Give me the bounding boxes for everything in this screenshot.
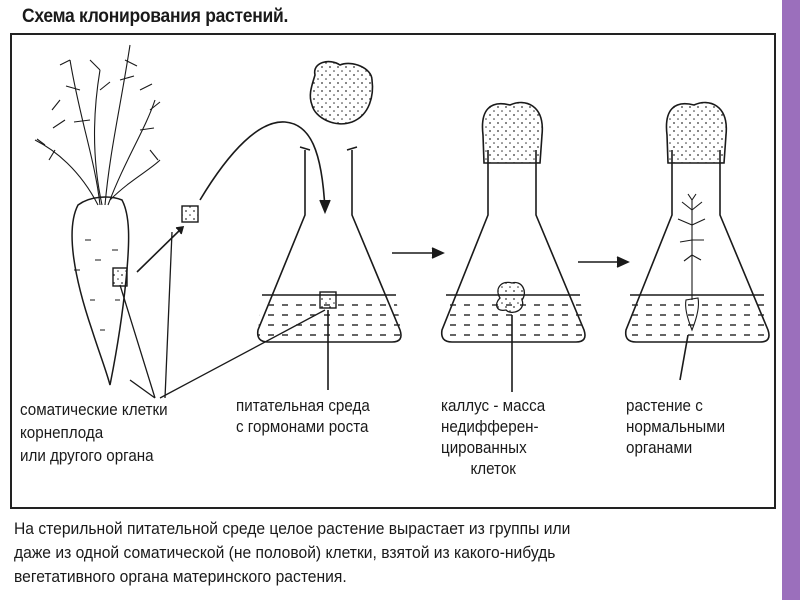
slide-accent-bar — [782, 0, 800, 600]
label-line: или другого органа — [20, 447, 154, 465]
caption-line: даже из одной соматической (не половой) … — [14, 543, 556, 562]
label-line: с гормонами роста — [236, 418, 369, 436]
label-line: корнеплода — [20, 424, 104, 442]
page-title: Схема клонирования растений. — [22, 6, 289, 27]
label-line: соматические клетки — [20, 401, 168, 419]
label-somatic-cells: соматические клетки корнеплода или друго… — [20, 400, 168, 467]
label-plant: растение с нормальными органами — [626, 396, 725, 459]
young-plant — [677, 193, 706, 332]
cotton-plug — [665, 101, 727, 164]
carrot-illustration — [34, 44, 161, 386]
label-line: каллус - масса — [441, 397, 546, 415]
label-line: клеток — [470, 460, 516, 478]
flask-callus — [440, 101, 586, 392]
label-line: недифферен- — [441, 418, 539, 436]
label-line: органами — [626, 439, 693, 457]
caption: На стерильной питательной среде целое ра… — [14, 517, 570, 589]
label-line: нормальными — [626, 418, 726, 436]
cotton-plug — [309, 60, 374, 125]
label-line: питательная среда — [236, 397, 370, 415]
flask-medium — [256, 60, 402, 390]
caption-line: На стерильной питательной среде целое ра… — [14, 519, 571, 538]
label-line: растение с — [626, 397, 703, 415]
flask-plant — [624, 101, 770, 381]
callus — [495, 281, 526, 314]
caption-line: вегетативного органа материнского растен… — [14, 567, 347, 586]
tissue-sample — [112, 267, 128, 287]
label-line: цированных — [441, 439, 527, 457]
diagram-frame — [10, 33, 776, 509]
label-nutrient-medium: питательная среда с гормонами роста — [236, 396, 370, 438]
cotton-plug — [481, 101, 543, 164]
label-callus: каллус - масса недифферен- цированных кл… — [441, 396, 545, 480]
